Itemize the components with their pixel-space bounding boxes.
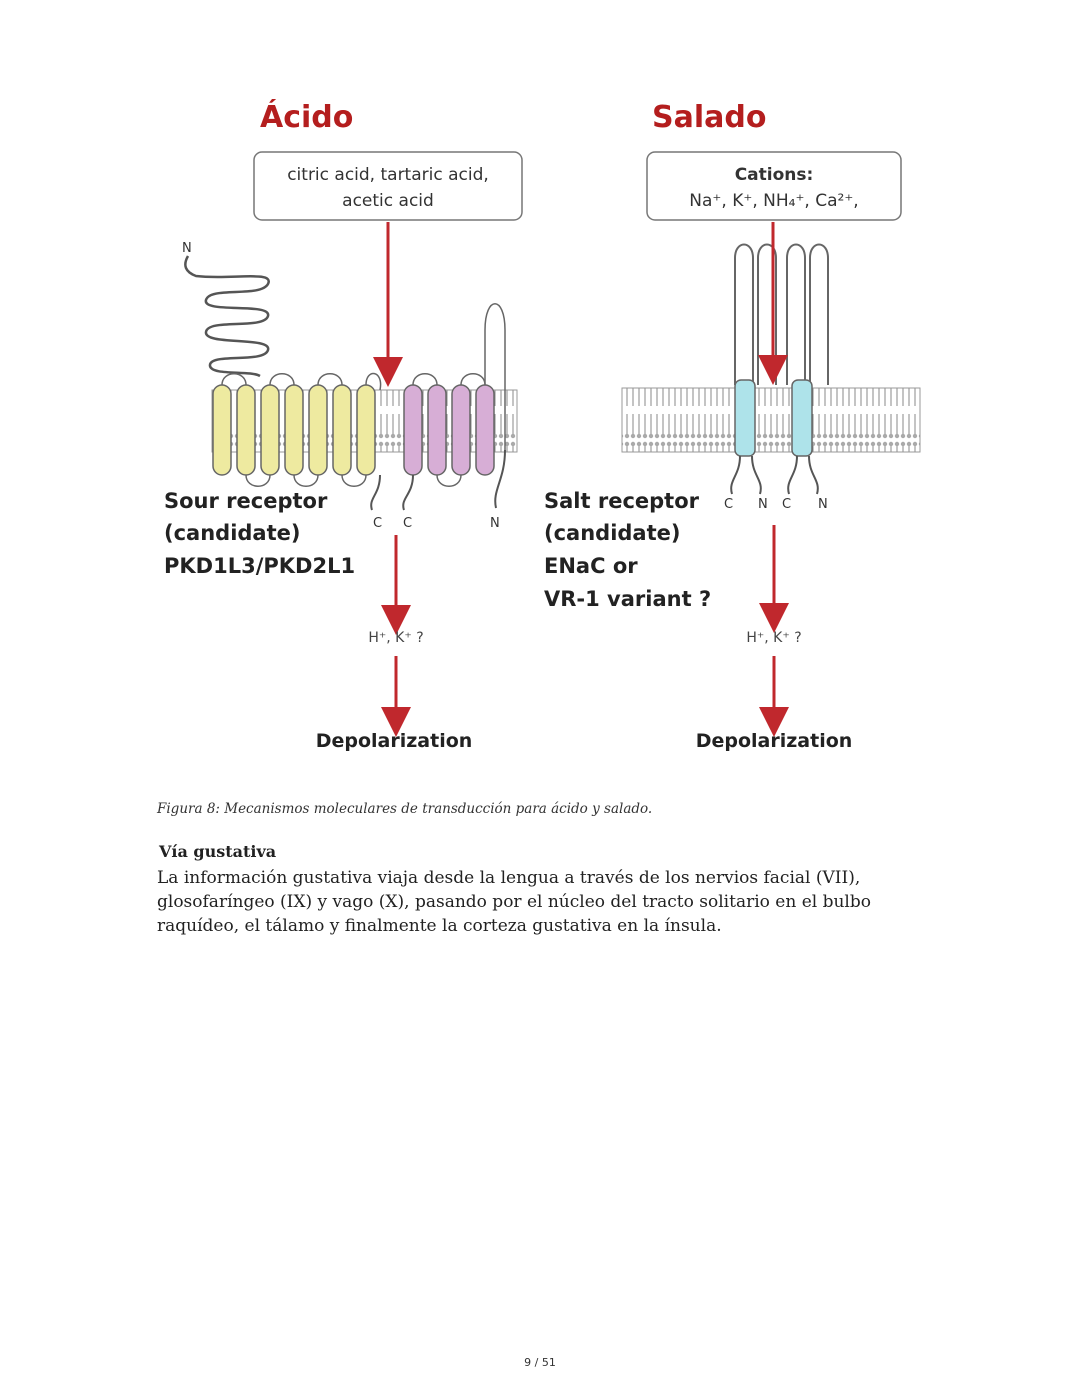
acid-title: Ácido — [260, 99, 353, 135]
section-heading: Vía gustativa — [159, 842, 277, 861]
salt-terminal-n1: N — [758, 497, 768, 512]
acid-receptor-label-1: Sour receptor — [164, 489, 328, 513]
acid-result: Depolarization — [316, 730, 473, 752]
acid-c-terminal-1: C — [373, 516, 382, 531]
salt-channel-loops — [734, 243, 829, 385]
salt-title: Salado — [652, 100, 766, 135]
salt-membrane — [621, 387, 921, 453]
salt-receptor-label-1: Salt receptor — [544, 489, 700, 513]
salt-receptor-label-2: (candidate) — [544, 521, 680, 545]
salt-receptor-label-4: VR-1 variant ? — [544, 587, 711, 611]
acid-ions: H⁺, K⁺ ? — [368, 630, 423, 646]
figure-caption: Figura 8: Mecanismos moleculares de tran… — [157, 801, 653, 817]
salt-terminal-n2: N — [818, 497, 828, 512]
acid-stimulus-line2: acetic acid — [342, 191, 434, 211]
acid-n-terminal-coil — [184, 255, 270, 378]
acid-stimulus-box — [253, 151, 523, 221]
salt-terminal-c1: C — [724, 497, 733, 512]
salt-stimulus-line2: Na⁺, K⁺, NH₄⁺, Ca²⁺, — [689, 191, 858, 211]
transduction-figure: Ácido citric acid, tartaric acid, acetic… — [150, 80, 930, 780]
salt-result: Depolarization — [696, 730, 853, 752]
salt-receptor-label-3: ENaC or — [544, 554, 638, 578]
salt-stimulus-box — [646, 151, 902, 221]
section-body: La información gustativa viaja desde la … — [157, 868, 871, 936]
acid-stimulus-line1: citric acid, tartaric acid, — [287, 165, 489, 185]
acid-n-terminal-top: N — [182, 241, 192, 256]
acid-c-terminal-2: C — [403, 516, 412, 531]
salt-ions: H⁺, K⁺ ? — [746, 630, 801, 646]
transduction-diagram: Ácido citric acid, tartaric acid, acetic… — [164, 99, 921, 752]
salt-terminal-tails — [730, 455, 819, 495]
salt-cyan-helices — [734, 379, 813, 457]
acid-terminal-tails — [370, 449, 506, 511]
acid-yellow-helices — [212, 372, 382, 487]
acid-purple-helices — [403, 303, 506, 487]
page-number: 9 / 51 — [524, 1356, 556, 1369]
salt-terminal-c2: C — [782, 497, 791, 512]
acid-receptor-label-2: (candidate) — [164, 521, 300, 545]
salt-stimulus-line1: Cations: — [735, 165, 814, 185]
acid-receptor-label-3: PKD1L3/PKD2L1 — [164, 554, 355, 578]
acid-n-terminal-bottom: N — [490, 516, 500, 531]
